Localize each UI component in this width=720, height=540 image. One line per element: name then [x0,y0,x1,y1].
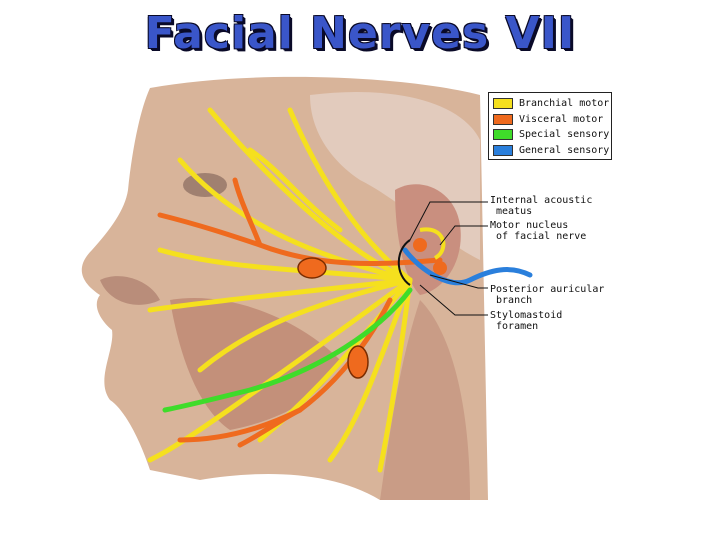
label-motor-nucleus: Motor nucleus of facial nerve [490,220,587,242]
legend-item-general-sensory: General sensory [493,143,610,159]
legend-label: Visceral motor [519,113,604,125]
nucleus-outline [397,239,411,286]
neck-region [380,300,470,500]
legend-swatch [493,98,513,110]
legend-label: Branchial motor [519,98,610,110]
legend-label: Special sensory [519,129,610,141]
legend-swatch [493,113,513,125]
nose [100,276,160,305]
legend-item-branchial-motor: Branchial motor [493,96,610,112]
visceral-motor-branches [157,177,443,448]
general-sensory-branch [402,247,533,286]
legend-item-visceral-motor: Visceral motor [493,112,607,128]
label-posterior-auricular-branch: Posterior auricular branch [490,284,605,306]
label-internal-acoustic-meatus: Internal acoustic meatus [490,195,593,217]
page-title: Facial Nerves VII [144,8,576,59]
legend-item-special-sensory: Special sensory [493,127,610,143]
pterygopalatine-ganglion [297,257,327,279]
leader-lines [409,201,488,316]
special-sensory-branch [162,287,413,413]
label-stylomastoid-foramen: Stylomastoid foramen [490,310,563,332]
submandibular-ganglion [347,345,369,379]
legend: Branchial motor Visceral motor Special s… [488,92,612,160]
legend-label: General sensory [519,144,610,156]
legend-swatch [493,129,513,141]
legend-swatch [493,144,513,156]
